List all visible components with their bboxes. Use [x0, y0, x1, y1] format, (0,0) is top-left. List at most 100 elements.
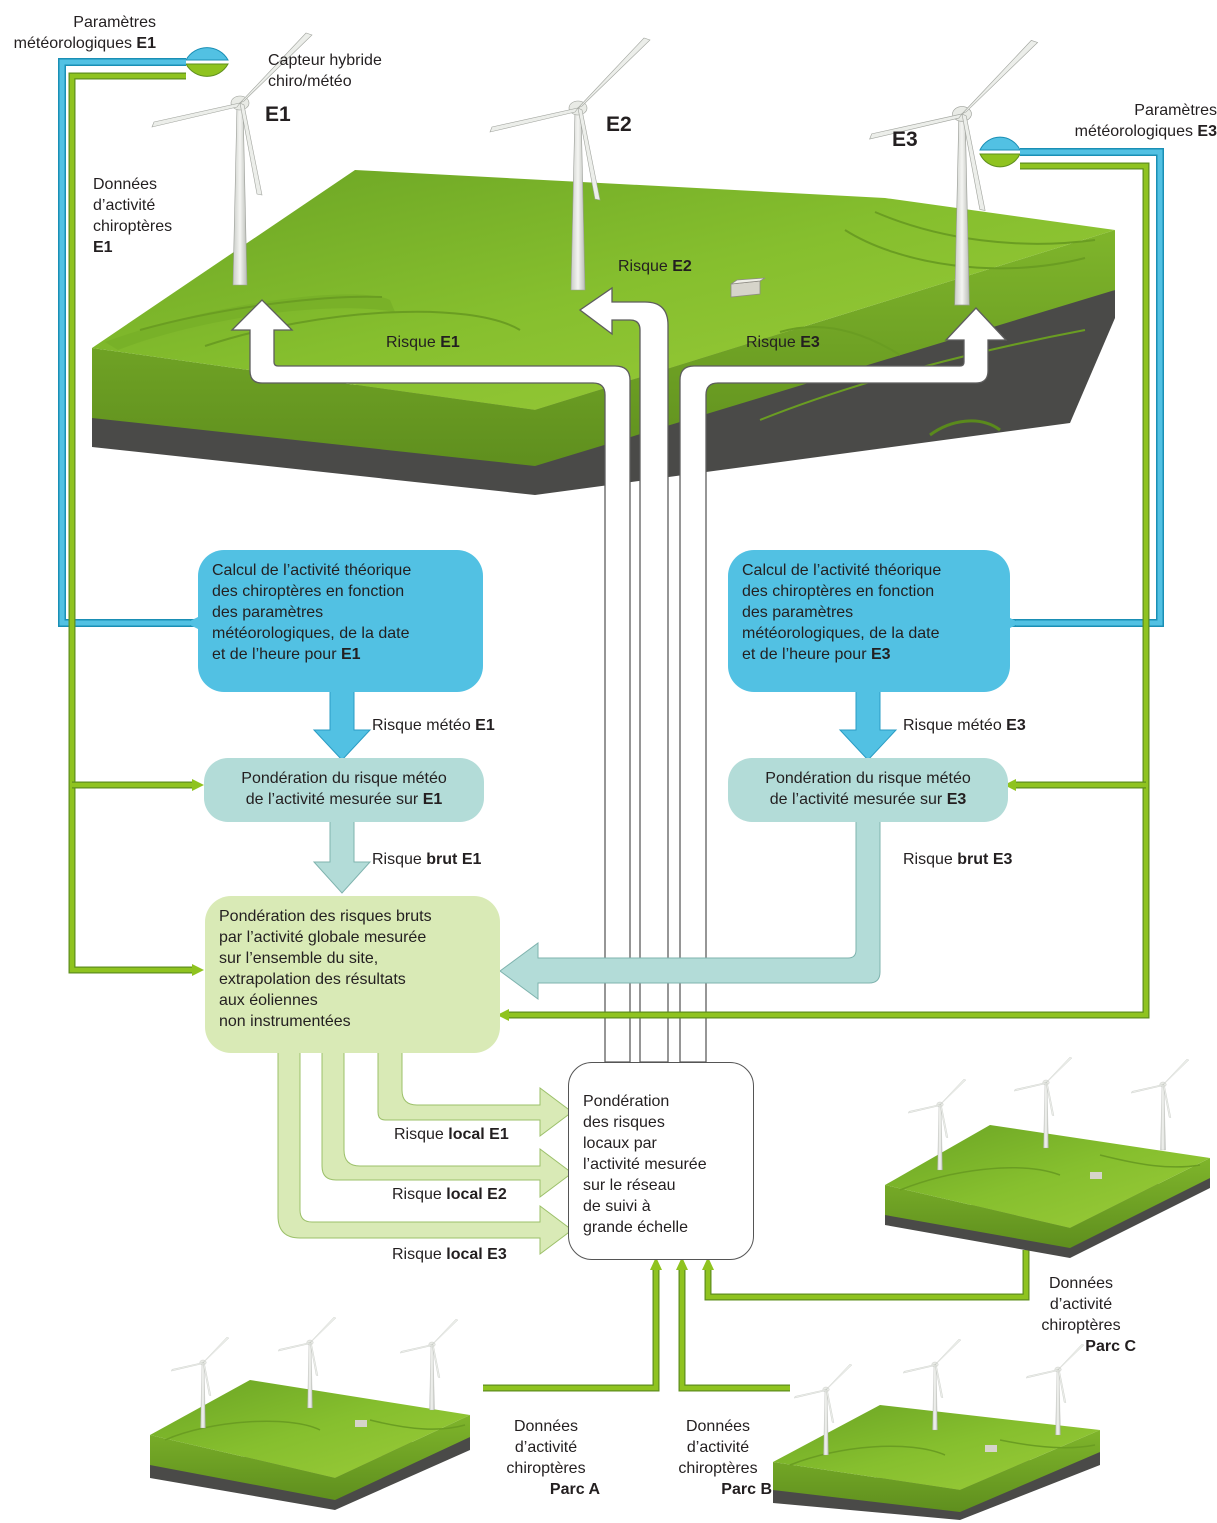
meteo-params-e3-line1: Paramètres [1134, 102, 1217, 119]
park-b-line2: d’activité [686, 1439, 750, 1456]
park-a [150, 1317, 470, 1510]
activity-e1-line1: Données [93, 176, 158, 193]
pond-e3-id: E3 [946, 791, 967, 808]
calc-e1-line3: des paramètres [212, 604, 324, 621]
meteo-params-e1-line1: Paramètres [73, 14, 156, 31]
arrow-brut-e1 [312, 819, 372, 894]
park-a-line2: d’activité [514, 1439, 578, 1456]
park-b-line3: chiroptères [678, 1460, 758, 1477]
risk-brut-e1-label: Risque brut E1 [372, 849, 481, 870]
network-weighting-box: Pondération des risques locaux par l’act… [568, 1062, 754, 1260]
sensor-label-line1: Capteur hybride [268, 52, 382, 69]
calc-e3-line1: Calcul de l’activité théorique [742, 562, 942, 579]
park-b-label: Données d’activité chiroptères Parc B [664, 1416, 772, 1500]
activity-e1-line3: chiroptères [93, 218, 173, 235]
meteo-lines [58, 58, 1164, 629]
calc-e3-id: E3 [870, 646, 891, 663]
calc-e1-line1: Calcul de l’activité théorique [212, 562, 412, 579]
risk-local-e3-id: E3 [487, 1246, 507, 1263]
network-line7: grande échelle [583, 1219, 688, 1236]
local-word: local [446, 1186, 483, 1203]
park-c-line3: chiroptères [1041, 1317, 1121, 1334]
risk-return-arrows [230, 286, 1008, 1063]
global-line2: par l’activité globale mesurée [219, 929, 427, 946]
risk-brut-e1-id: E1 [461, 851, 482, 868]
meteo-params-e3-id: E3 [1197, 123, 1217, 140]
sensor-label-line2: chiro/météo [268, 73, 352, 90]
park-c-label: Données d’activité chiroptères Parc C [1026, 1273, 1136, 1357]
risk-local-e2-label: Risque local E2 [392, 1184, 507, 1205]
calc-e3-line2: des chiroptères en fonction [742, 583, 935, 600]
risk-meteo-e3-id: E3 [1006, 717, 1026, 734]
calc-activity-e3-box: Calcul de l’activité théorique des chiro… [728, 550, 1010, 692]
building-icon [730, 277, 766, 298]
park-b [773, 1339, 1100, 1520]
arrow-meteo-e3 [838, 689, 898, 761]
risk-local-e3-label: Risque local E3 [392, 1244, 507, 1265]
park-c-name: Parc C [1085, 1338, 1136, 1355]
risk-word: Risque [746, 334, 801, 351]
risk-e1-label: Risque E1 [386, 332, 460, 353]
park-a-line1: Données [513, 1418, 579, 1435]
risk-e2-id: E2 [672, 258, 692, 275]
risk-e1-id: E1 [440, 334, 460, 351]
arrow-brut-e3 [499, 819, 881, 1000]
global-line4: extrapolation des résultats [219, 971, 406, 988]
risk-e2-label: Risque E2 [618, 256, 692, 277]
meteo-params-e1-line2: météorologiques [13, 35, 137, 52]
pond-e1-line1: Pondération du risque météo [241, 770, 447, 787]
risk-local-e1-id: E1 [489, 1126, 509, 1143]
risk-meteo-word: Risque météo [372, 717, 476, 734]
turbine-e3-tag: E3 [892, 128, 918, 151]
meteo-params-e3-line2: météorologiques [1074, 123, 1198, 140]
park-a-line3: chiroptères [506, 1460, 586, 1477]
risk-local-e2-id: E2 [487, 1186, 507, 1203]
pond-e1-line2: de l’activité mesurée sur [245, 791, 423, 808]
sensor-e1-icon [185, 47, 229, 77]
network-line5: sur le réseau [583, 1177, 676, 1194]
park-a-name: Parc A [549, 1481, 600, 1498]
main-landscape [92, 170, 1115, 495]
risk-e3-id: E3 [800, 334, 820, 351]
network-line1: Pondération [583, 1093, 670, 1110]
network-line6: de suivi à [583, 1198, 651, 1215]
risk-meteo-e1-id: E1 [475, 717, 495, 734]
risk-meteo-e3-label: Risque météo E3 [903, 715, 1026, 736]
risk-brut-e3-id: E3 [992, 851, 1013, 868]
calc-e1-line5: et de l’heure pour [212, 646, 341, 663]
calc-e3-line3: des paramètres [742, 604, 854, 621]
risk-word: Risque [392, 1246, 447, 1263]
meteo-params-e1-id: E1 [136, 35, 156, 52]
calc-activity-e1-box: Calcul de l’activité théorique des chiro… [198, 550, 483, 692]
turbine-e1-tag: E1 [265, 103, 291, 126]
weight-meteo-e3-box: Pondération du risque météo de l’activit… [728, 758, 1008, 822]
risk-word: Risque [618, 258, 673, 275]
park-c [885, 1057, 1210, 1258]
calc-e1-line4: météorologiques, de la date [212, 625, 410, 642]
brut-word: brut [957, 851, 989, 868]
global-weighting-box: Pondération des risques bruts par l’acti… [205, 896, 500, 1053]
park-b-name: Parc B [721, 1481, 772, 1498]
sensor-e3-icon [979, 136, 1021, 168]
global-line5: aux éoliennes [219, 992, 318, 1009]
risk-meteo-word: Risque météo [903, 717, 1007, 734]
weight-meteo-e1-box: Pondération du risque météo de l’activit… [204, 758, 484, 822]
brut-word: brut [426, 851, 458, 868]
risk-local-e1-label: Risque local E1 [394, 1124, 509, 1145]
risk-word: Risque [903, 851, 958, 868]
network-line4: l’activité mesurée [583, 1156, 707, 1173]
park-b-line1: Données [685, 1418, 751, 1435]
risk-word: Risque [386, 334, 441, 351]
meteo-params-e3-label: Paramètres météorologiques E3 [1000, 100, 1217, 142]
pond-e3-line2: de l’activité mesurée sur [769, 791, 947, 808]
local-word: local [448, 1126, 485, 1143]
calc-e1-line2: des chiroptères en fonction [212, 583, 405, 600]
calc-e1-id: E1 [340, 646, 361, 663]
risk-word: Risque [392, 1186, 447, 1203]
turbine-e2-tag: E2 [606, 113, 632, 136]
park-c-line2: d’activité [1049, 1296, 1113, 1313]
pond-e3-line1: Pondération du risque météo [765, 770, 971, 787]
local-word: local [446, 1246, 483, 1263]
arrow-meteo-e1 [312, 689, 372, 761]
